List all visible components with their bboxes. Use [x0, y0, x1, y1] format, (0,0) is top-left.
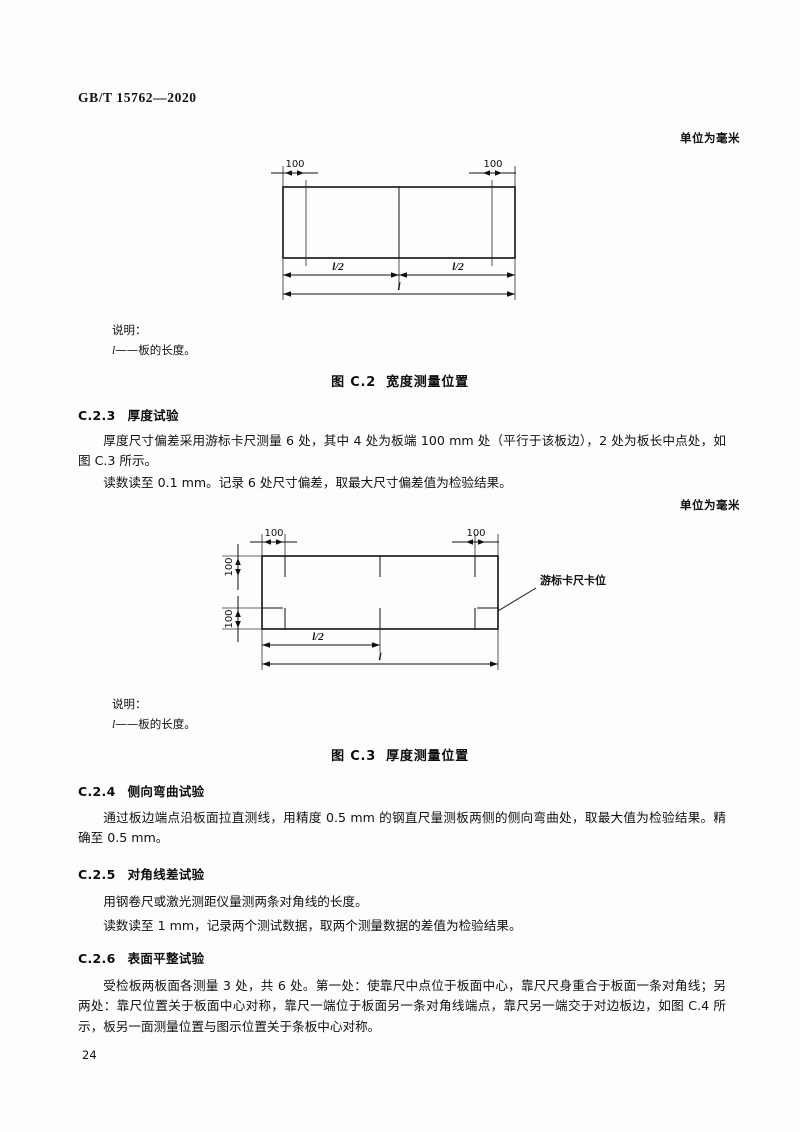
right-100-label: 100	[466, 528, 485, 539]
total-length-label: l	[397, 281, 401, 293]
side-top-100-label: 100	[224, 557, 235, 576]
half-right-arrow-end	[507, 272, 515, 278]
side-bottom-arrow-out	[235, 621, 241, 628]
figure-c2-caption: 图 C.2 宽度测量位置	[0, 371, 800, 390]
figure-c3-key-entry: l——板的长度。	[112, 714, 196, 735]
figure-c2-key-heading: 说明：	[112, 323, 147, 337]
figure-c3-caption-title: 厚度测量位置	[386, 749, 469, 764]
unit-note-figure-c3: 单位为毫米	[680, 498, 740, 512]
left-100-label: 100	[285, 159, 304, 170]
clause-c23-paragraph-1: 厚度尺寸偏差采用游标卡尺测量 6 处，其中 4 处为板端 100 mm 处（平行…	[78, 433, 726, 469]
left-100-label: 100	[264, 528, 283, 539]
half-left-arrow-start	[262, 642, 270, 648]
figure-c2-caption-title: 宽度测量位置	[386, 375, 469, 390]
half-left-arrow-start	[283, 272, 291, 278]
side-top-arrow-in	[235, 558, 241, 565]
figure-c2-drawing: 100 100 l/2 l/2 l	[0, 148, 800, 308]
figure-c3-drawing: 100 100 100 100 游标卡尺卡位	[0, 512, 800, 677]
clause-c26-number: C.2.6	[78, 951, 116, 966]
clause-c23-number: C.2.3	[78, 408, 116, 423]
clause-c24-paragraph-1: 通过板边端点沿板面拉直测线，用精度 0.5 mm 的钢直尺量测板两侧的侧向弯曲处…	[78, 810, 726, 846]
clause-c26-title: 表面平整试验	[127, 951, 205, 966]
figure-c3-key: 说明： l——板的长度。	[112, 694, 196, 735]
left-100-arrow-out	[297, 170, 304, 176]
clause-c25-number: C.2.5	[78, 867, 116, 882]
left-100-arrow-in	[264, 539, 271, 545]
figure-c2-key-symbol: l	[112, 345, 116, 358]
left-100-arrow-out	[276, 539, 283, 545]
clause-c23-title: 厚度试验	[127, 408, 179, 423]
total-arrow-end	[490, 661, 498, 667]
clause-c24-number: C.2.4	[78, 784, 116, 799]
page-number: 24	[82, 1048, 97, 1062]
callout-leader-line	[497, 587, 537, 612]
side-bottom-arrow-in	[235, 610, 241, 617]
figure-c2-key: 说明： l——板的长度。	[112, 320, 196, 361]
clause-c25-paragraph-1: 用钢卷尺或激光测距仪量测两条对角线的长度。	[103, 894, 368, 909]
half-left-label: l/2	[312, 631, 324, 643]
clause-heading-c26: C.2.6 表面平整试验	[78, 948, 204, 967]
standard-number-header: GB/T 15762—2020	[78, 90, 197, 105]
clause-c25-paragraph-2: 读数读至 1 mm，记录两个测试数据，取两个测量数据的差值为检验结果。	[103, 918, 522, 933]
total-arrow-start	[262, 661, 270, 667]
half-right-label: l/2	[452, 261, 464, 273]
figure-c2-key-text: ——板的长度。	[115, 343, 196, 358]
total-length-label: l	[378, 651, 382, 663]
unit-note-figure-c2: 单位为毫米	[680, 131, 740, 145]
figure-c3-caption-number: 图 C.3	[331, 749, 377, 764]
caliper-callout-label: 游标卡尺卡位	[540, 573, 606, 587]
right-100-label: 100	[483, 159, 502, 170]
right-100-arrow-out	[495, 170, 502, 176]
side-bottom-100-label: 100	[224, 609, 235, 628]
half-left-arrow-end	[391, 272, 399, 278]
total-arrow-start	[283, 291, 291, 297]
right-100-arrow-out	[478, 539, 485, 545]
figure-c3-key-heading: 说明：	[112, 697, 147, 711]
clause-c23-paragraph-2: 读数读至 0.1 mm。记录 6 处尺寸偏差，取最大尺寸偏差值为检验结果。	[103, 475, 512, 490]
half-left-label: l/2	[332, 261, 344, 273]
clause-heading-c23: C.2.3 厚度试验	[78, 405, 179, 424]
half-right-arrow-start	[399, 272, 407, 278]
figure-c2-caption-number: 图 C.2	[331, 375, 377, 390]
clause-heading-c24: C.2.4 侧向弯曲试验	[78, 781, 204, 800]
clause-c25-title: 对角线差试验	[127, 867, 205, 882]
figure-c2-key-entry: l——板的长度。	[112, 340, 196, 361]
clause-c24-title: 侧向弯曲试验	[127, 784, 205, 799]
right-100-arrow-in	[466, 539, 473, 545]
figure-c3-key-symbol: l	[112, 719, 116, 732]
right-100-arrow-in	[483, 170, 490, 176]
clause-heading-c25: C.2.5 对角线差试验	[78, 864, 204, 883]
clause-c26-paragraph-1: 受检板两板面各测量 3 处，共 6 处。第一处：使靠尺中点位于板面中心，靠尺尺身…	[78, 978, 726, 1034]
half-left-arrow-end	[372, 642, 380, 648]
total-arrow-end	[507, 291, 515, 297]
left-100-arrow-in	[285, 170, 292, 176]
figure-c3-key-text: ——板的长度。	[115, 717, 196, 732]
side-top-arrow-out	[235, 569, 241, 576]
figure-c3-caption: 图 C.3 厚度测量位置	[0, 745, 800, 764]
